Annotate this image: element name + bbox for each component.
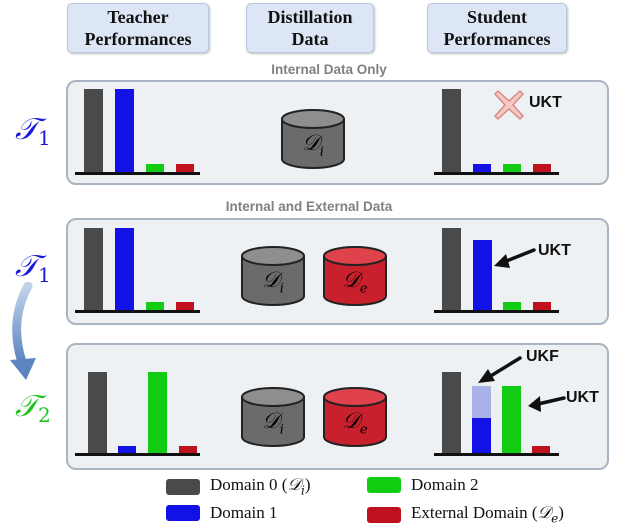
task-t2-label: 𝒯2 [15,389,51,427]
student-bar-external [532,446,550,453]
cylinder-external-label: 𝒟e [342,268,368,297]
student-bar-domain0 [442,372,461,453]
panel-internal-external-t1: 𝒟i 𝒟e UKT [66,218,609,325]
student-axis [434,453,559,456]
teacher-bar-domain1 [115,89,134,172]
cylinder-external-label: 𝒟e [342,409,368,438]
cylinder-internal-label: 𝒟i [262,268,284,297]
legend-label-domain1: Domain 1 [210,503,278,522]
student-bar-domain1 [473,164,491,172]
header-student: Student Performances [427,3,567,53]
ukt-arrow-icon [494,248,536,268]
teacher-bar-domain0 [88,372,107,453]
legend-swatch-domain1 [166,505,200,521]
task-t1-label: 𝒯1 [15,249,51,287]
task-transition-arrow [10,282,36,380]
cylinder-external-data [323,246,387,306]
student-bar-external [533,164,551,172]
legend-label-domain2: Domain 2 [411,475,479,494]
student-bar-domain1 [473,240,492,310]
teacher-bar-external [179,446,197,453]
teacher-bar-domain0 [84,89,103,172]
student-bar-domain2 [503,302,521,310]
ukt-label-panel2: UKT [538,242,571,259]
failure-x-icon [493,89,525,121]
legend-label-external: External Domain (𝒟e) [411,503,564,526]
legend-item-domain1: Domain 1 [166,503,278,523]
section-internal-external: Internal and External Data [225,199,393,214]
panel-internal-external-t2: 𝒟i 𝒟e UKF UKT [66,343,609,470]
teacher-bar-external [176,302,194,310]
legend-swatch-domain0 [166,478,200,495]
teacher-axis [75,172,200,175]
header-teacher-label: Teacher Performances [84,7,192,49]
cylinder-internal-label: 𝒟i [262,409,284,438]
task-t1-label-top: 𝒯1 [15,112,51,150]
student-bar-external [533,302,551,310]
ukf-arrow-icon [478,356,522,383]
cylinder-internal-data [281,109,345,169]
ukt-arrow-icon [528,396,566,412]
teacher-bar-domain2 [148,372,167,453]
header-distillation-data: Distillation Data [246,3,374,53]
legend-item-domain2: Domain 2 [367,475,479,495]
header-teacher: Teacher Performances [67,3,209,53]
student-axis [434,172,559,175]
legend-item-domain0: Domain 0 (𝒟i) [166,475,311,498]
student-bar-domain2 [502,386,521,453]
cylinder-external-data [323,387,387,447]
ukt-label-panel3: UKT [566,389,599,406]
ukf-label: UKF [526,348,559,365]
header-student-label: Student Performances [443,7,551,49]
legend-item-external: External Domain (𝒟e) [367,503,564,526]
teacher-axis [75,310,200,313]
teacher-bar-domain0 [84,228,103,310]
student-bar-domain1 [472,418,491,453]
teacher-bar-domain2 [146,302,164,310]
section-internal-only: Internal Data Only [271,62,387,77]
student-bar-domain0 [442,89,461,172]
teacher-bar-external [176,164,194,172]
header-data-label: Distillation Data [267,7,353,49]
cylinder-internal-data [241,246,305,306]
legend-swatch-external [367,506,401,523]
teacher-bar-domain2 [146,164,164,172]
student-bar-domain1-forgotten [472,386,491,418]
teacher-bar-domain1 [115,228,134,310]
cylinder-internal-label: 𝒟i [302,131,324,160]
panel-internal-only: 𝒟i UKT [66,80,609,185]
ukt-label-panel1: UKT [529,94,562,111]
legend-swatch-domain2 [367,477,401,493]
cylinder-internal-data [241,387,305,447]
teacher-bar-domain1 [118,446,136,453]
student-axis [434,310,559,313]
teacher-axis [75,453,200,456]
student-bar-domain0 [442,228,461,310]
student-bar-domain2 [503,164,521,172]
legend-label-domain0: Domain 0 (𝒟i) [210,475,311,498]
